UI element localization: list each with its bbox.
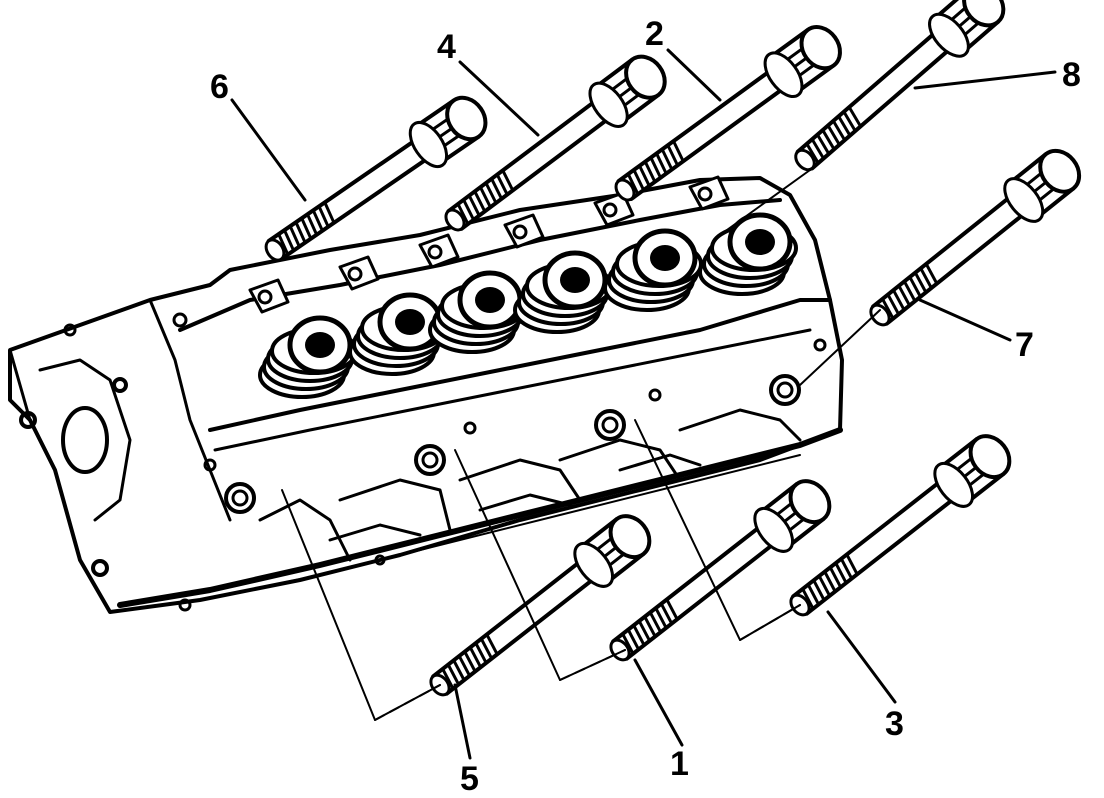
callout-8: 8: [1062, 56, 1081, 94]
head-bolt-4: [444, 54, 667, 232]
callout-1: 1: [670, 745, 689, 783]
head-bolt-8: [794, 0, 1006, 172]
callout-7: 7: [1015, 326, 1034, 364]
guide-line-5-dash: [374, 684, 441, 721]
leader-7: [918, 298, 1012, 342]
valve-spring: [503, 213, 613, 334]
callout-3: 3: [885, 705, 904, 743]
valve-spring: [593, 191, 703, 312]
head-bolts: [264, 0, 1082, 697]
leader-4: [458, 60, 540, 137]
leader-3: [826, 610, 897, 704]
leader-6: [230, 98, 307, 202]
valve-springs: [248, 175, 798, 399]
head-bolt-7: [869, 148, 1082, 327]
valve-spring: [688, 175, 798, 296]
alignment-lines: [281, 169, 881, 721]
callout-4: 4: [437, 28, 456, 66]
callout-2: 2: [645, 15, 664, 53]
valve-spring: [418, 233, 528, 354]
guide-line-3-dash: [739, 604, 801, 641]
callout-5: 5: [460, 760, 479, 798]
callout-labels: 6 4 2 8 7 3 1 5: [210, 15, 1081, 798]
guide-line-1-dash: [559, 649, 626, 681]
head-bolt-5: [429, 514, 652, 697]
leader-8: [913, 70, 1057, 90]
head-bolt-6: [264, 95, 488, 262]
head-bolt-2: [614, 25, 842, 202]
leader-2: [666, 48, 722, 102]
head-bolt-1: [609, 479, 832, 662]
guide-line-8: [719, 169, 811, 236]
callout-6: 6: [210, 68, 229, 106]
guide-line-7: [799, 309, 881, 386]
callout-leaders: [230, 48, 1057, 760]
valve-spring: [248, 278, 358, 399]
head-bolt-3: [789, 434, 1012, 617]
leader-5: [453, 683, 472, 760]
leader-1: [633, 658, 684, 747]
